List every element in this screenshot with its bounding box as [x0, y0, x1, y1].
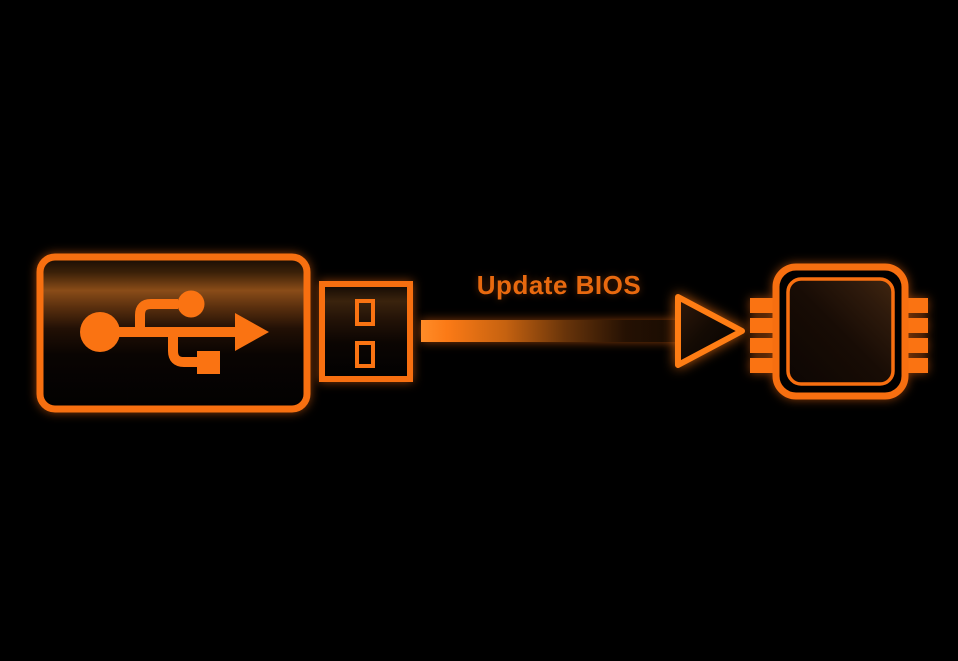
usb-connector-icon [319, 281, 413, 382]
arrow-right-icon [421, 294, 745, 368]
usb-symbol-icon [80, 290, 269, 374]
usb-flash-drive-icon [36, 253, 413, 413]
chip-inner-die [786, 277, 895, 386]
chip-pins-left [750, 298, 773, 373]
arrow-shaft [421, 320, 683, 342]
chip-pins-right [907, 298, 928, 373]
update-bios-label: Update BIOS [476, 270, 642, 300]
bios-chip-icon [750, 263, 928, 400]
arrow-head [675, 294, 745, 368]
